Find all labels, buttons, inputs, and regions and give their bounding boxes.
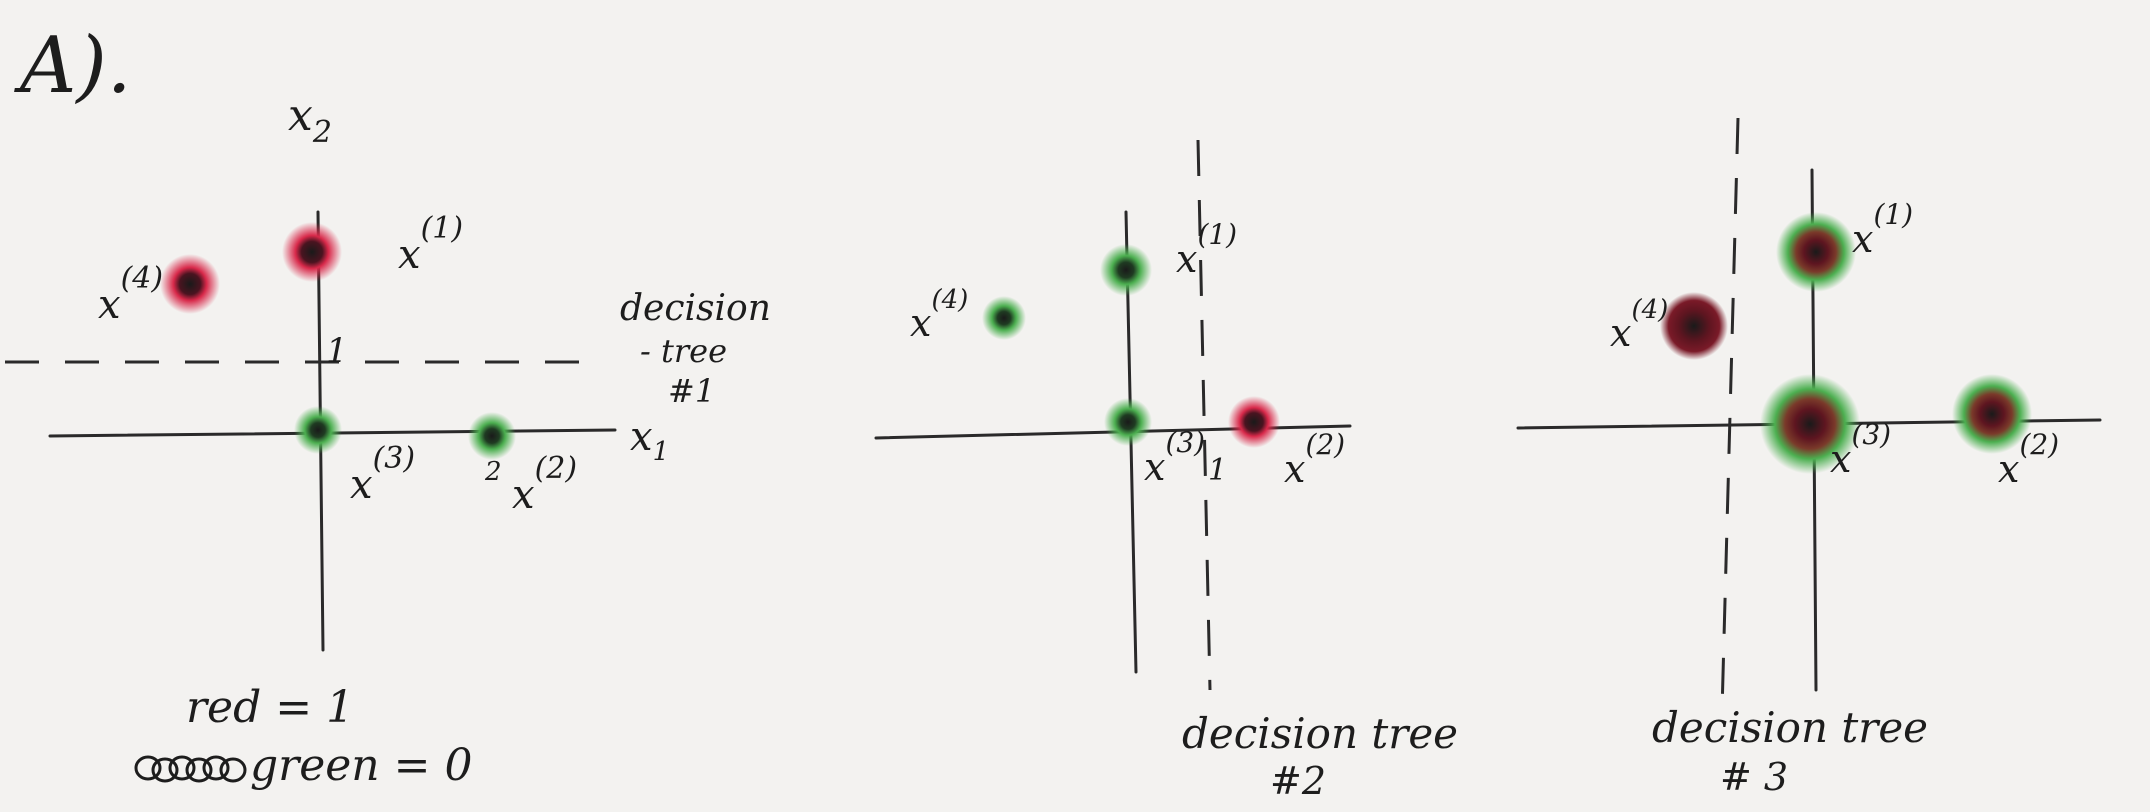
- panel1-tree-label-1: decision: [620, 288, 771, 329]
- panel1-point-x1: [282, 222, 342, 282]
- panel3-label-x2: x(2): [1998, 428, 2059, 491]
- panel3-caption-1: decision tree: [1652, 703, 1928, 752]
- panel1-tick-2: 2: [484, 457, 502, 487]
- panel3-decision-boundary: [1720, 117, 1740, 713]
- panel3-caption-2: # 3: [1720, 755, 1788, 799]
- panel1-tree-label-3: #1: [668, 372, 715, 410]
- panel2-caption-1: decision tree: [1182, 709, 1458, 758]
- panel3-point-x4: [1660, 292, 1728, 360]
- panel1-label-x2: x(2): [512, 451, 577, 518]
- panel1-label-x4: x(4): [98, 261, 163, 328]
- panel1-tick-1: 1: [326, 331, 348, 371]
- legend-green: green = 0: [250, 740, 472, 791]
- panel3-label-x4: x(4): [1610, 295, 1668, 355]
- panel1-point-x2: [468, 412, 516, 460]
- panel-2: 1 x(1) x(4) x(3) x(2) decision tree #2: [874, 139, 1458, 803]
- panel3-label-x1: x(1): [1852, 198, 1913, 261]
- legend-red: red = 1: [186, 682, 354, 733]
- panel2-point-x1: [1100, 244, 1152, 296]
- panel-3: x(1) x(4) x(3) x(2) decision tree # 3: [1516, 117, 2102, 799]
- panel2-label-x1: x(1): [1176, 218, 1237, 281]
- panel2-tick-1: 1: [1208, 453, 1227, 488]
- panel2-label-x3: x(3): [1144, 426, 1205, 489]
- section-label: A).: [14, 21, 132, 111]
- panel1-point-x3: [294, 406, 342, 454]
- panel2-point-x3: [1104, 398, 1152, 446]
- panel1-tree-label-2: - tree: [640, 332, 727, 370]
- panel1-label-x3: x(3): [350, 441, 415, 508]
- panel2-label-x2: x(2): [1284, 428, 1345, 491]
- panel1-label-x1: x(1): [398, 211, 463, 278]
- panel3-point-x3: [1760, 374, 1860, 474]
- panel2-point-x4: [982, 296, 1026, 340]
- panel2-decision-boundary: [1196, 139, 1212, 691]
- legend-scribble-icon: [134, 755, 247, 783]
- panel3-point-x2: [1952, 374, 2032, 454]
- panel2-label-x4: x(4): [910, 285, 968, 345]
- panel2-point-x2: [1228, 396, 1280, 448]
- panel3-point-x1: [1776, 212, 1856, 292]
- panel1-point-x4: [160, 254, 220, 314]
- panel1-x2-axis-label: x2: [288, 90, 332, 150]
- panel2-caption-2: #2: [1270, 759, 1326, 803]
- panel1-x1-axis-label: x1: [630, 414, 669, 467]
- panel-1: x2 x1 1 2 x(1) x(4) x(3) x(2) decision -…: [5, 90, 771, 791]
- panel3-label-x3: x(3): [1830, 418, 1891, 481]
